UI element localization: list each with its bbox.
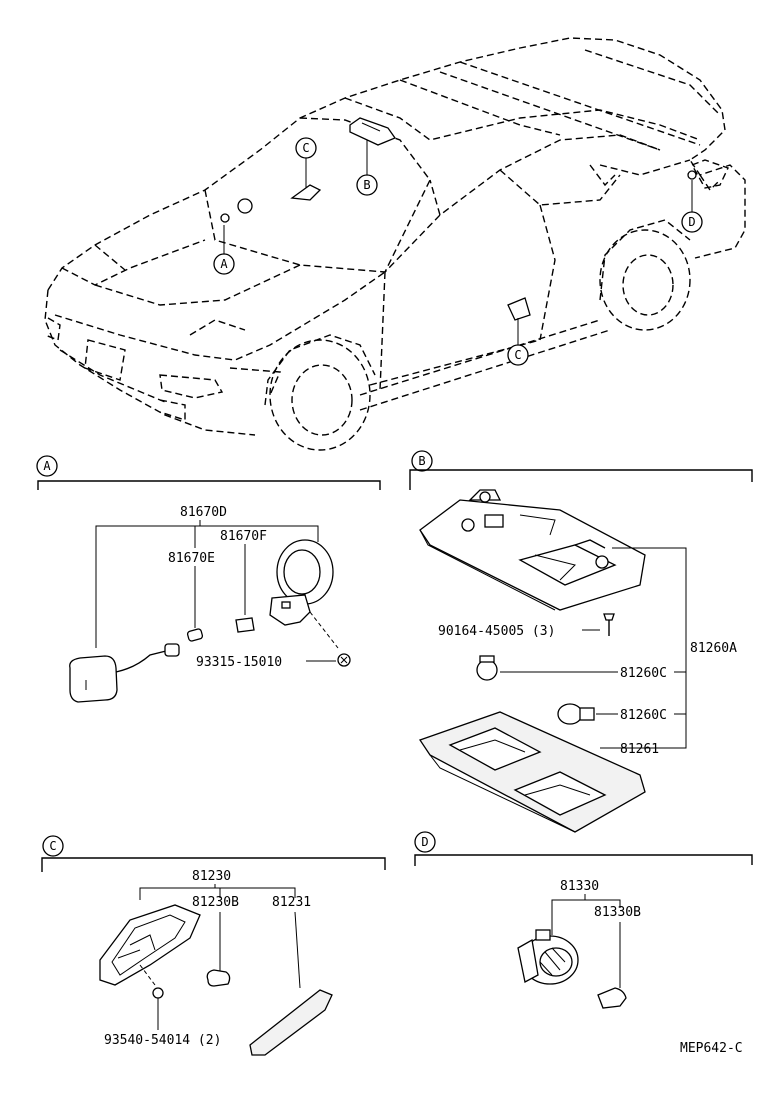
section-c-bracket	[41, 857, 386, 872]
part-81670D: 81670D	[180, 505, 227, 520]
section-d-bracket	[414, 854, 753, 866]
svg-text:B: B	[363, 178, 370, 192]
svg-text:D: D	[688, 215, 695, 229]
lens-81231	[249, 989, 333, 1056]
overview-callout-a: A	[213, 225, 235, 275]
section-c-marker	[42, 835, 64, 857]
holder-bracket	[269, 594, 311, 626]
section-b-marker	[411, 450, 433, 472]
bulb-81670E	[186, 628, 204, 642]
part-93315-15010: 93315-15010	[196, 655, 282, 670]
bulb-socket	[164, 643, 180, 657]
lamp-base	[419, 499, 646, 611]
svg-text:A: A	[220, 257, 228, 271]
car-overview-drawing	[44, 37, 746, 451]
part-81260C-a: 81260C	[620, 666, 667, 681]
part-81260A: 81260A	[690, 641, 737, 656]
overview-callout-c-lower: C	[507, 318, 529, 366]
svg-text:B: B	[418, 454, 425, 468]
lamp-housing-c	[99, 904, 201, 986]
lens-cover	[418, 711, 646, 833]
svg-text:A: A	[43, 459, 51, 473]
section-c: C 81230 81230B 81231 93540-54014 (2)	[41, 835, 386, 1056]
part-81261: 81261	[620, 742, 659, 757]
part-81330: 81330	[560, 879, 599, 894]
part-90164-45005: 90164-45005 (3)	[438, 624, 555, 639]
overview-callout-d: D	[681, 180, 703, 233]
overview-callout-b: B	[356, 140, 378, 196]
bulb-81230B	[206, 969, 231, 987]
bulb-wedge	[557, 703, 583, 725]
section-d: D 81330 81330B	[414, 831, 753, 1009]
part-81231: 81231	[272, 895, 311, 910]
section-b-bracket	[409, 469, 753, 490]
lamp-housing	[69, 655, 118, 703]
part-81330B: 81330B	[594, 905, 641, 920]
part-81230: 81230	[192, 869, 231, 884]
part-81260C-b: 81260C	[620, 708, 667, 723]
bulb-81330B	[597, 987, 627, 1009]
svg-text:C: C	[302, 141, 309, 155]
bulb-round	[476, 659, 498, 681]
section-d-marker	[414, 831, 436, 853]
part-81670E: 81670E	[168, 551, 215, 566]
section-a-marker	[36, 455, 58, 477]
part-81230B: 81230B	[192, 895, 239, 910]
overview-callout-c-upper: C	[295, 137, 317, 188]
screw-icon-c	[152, 987, 164, 999]
section-a: A 81670D 81670F 81670E 93315-15010	[36, 455, 381, 703]
section-a-bracket	[37, 480, 381, 490]
bulb-81670F	[235, 617, 255, 633]
svg-text:D: D	[421, 835, 428, 849]
part-81670F: 81670F	[220, 529, 267, 544]
figure-code: MEP642-C	[680, 1041, 743, 1056]
svg-text:C: C	[49, 839, 56, 853]
svg-text:C: C	[514, 348, 521, 362]
part-93540-54014: 93540-54014 (2)	[104, 1033, 221, 1048]
section-b: B 90164-45005 (3) 81260A 81260C 81260C	[409, 450, 753, 833]
